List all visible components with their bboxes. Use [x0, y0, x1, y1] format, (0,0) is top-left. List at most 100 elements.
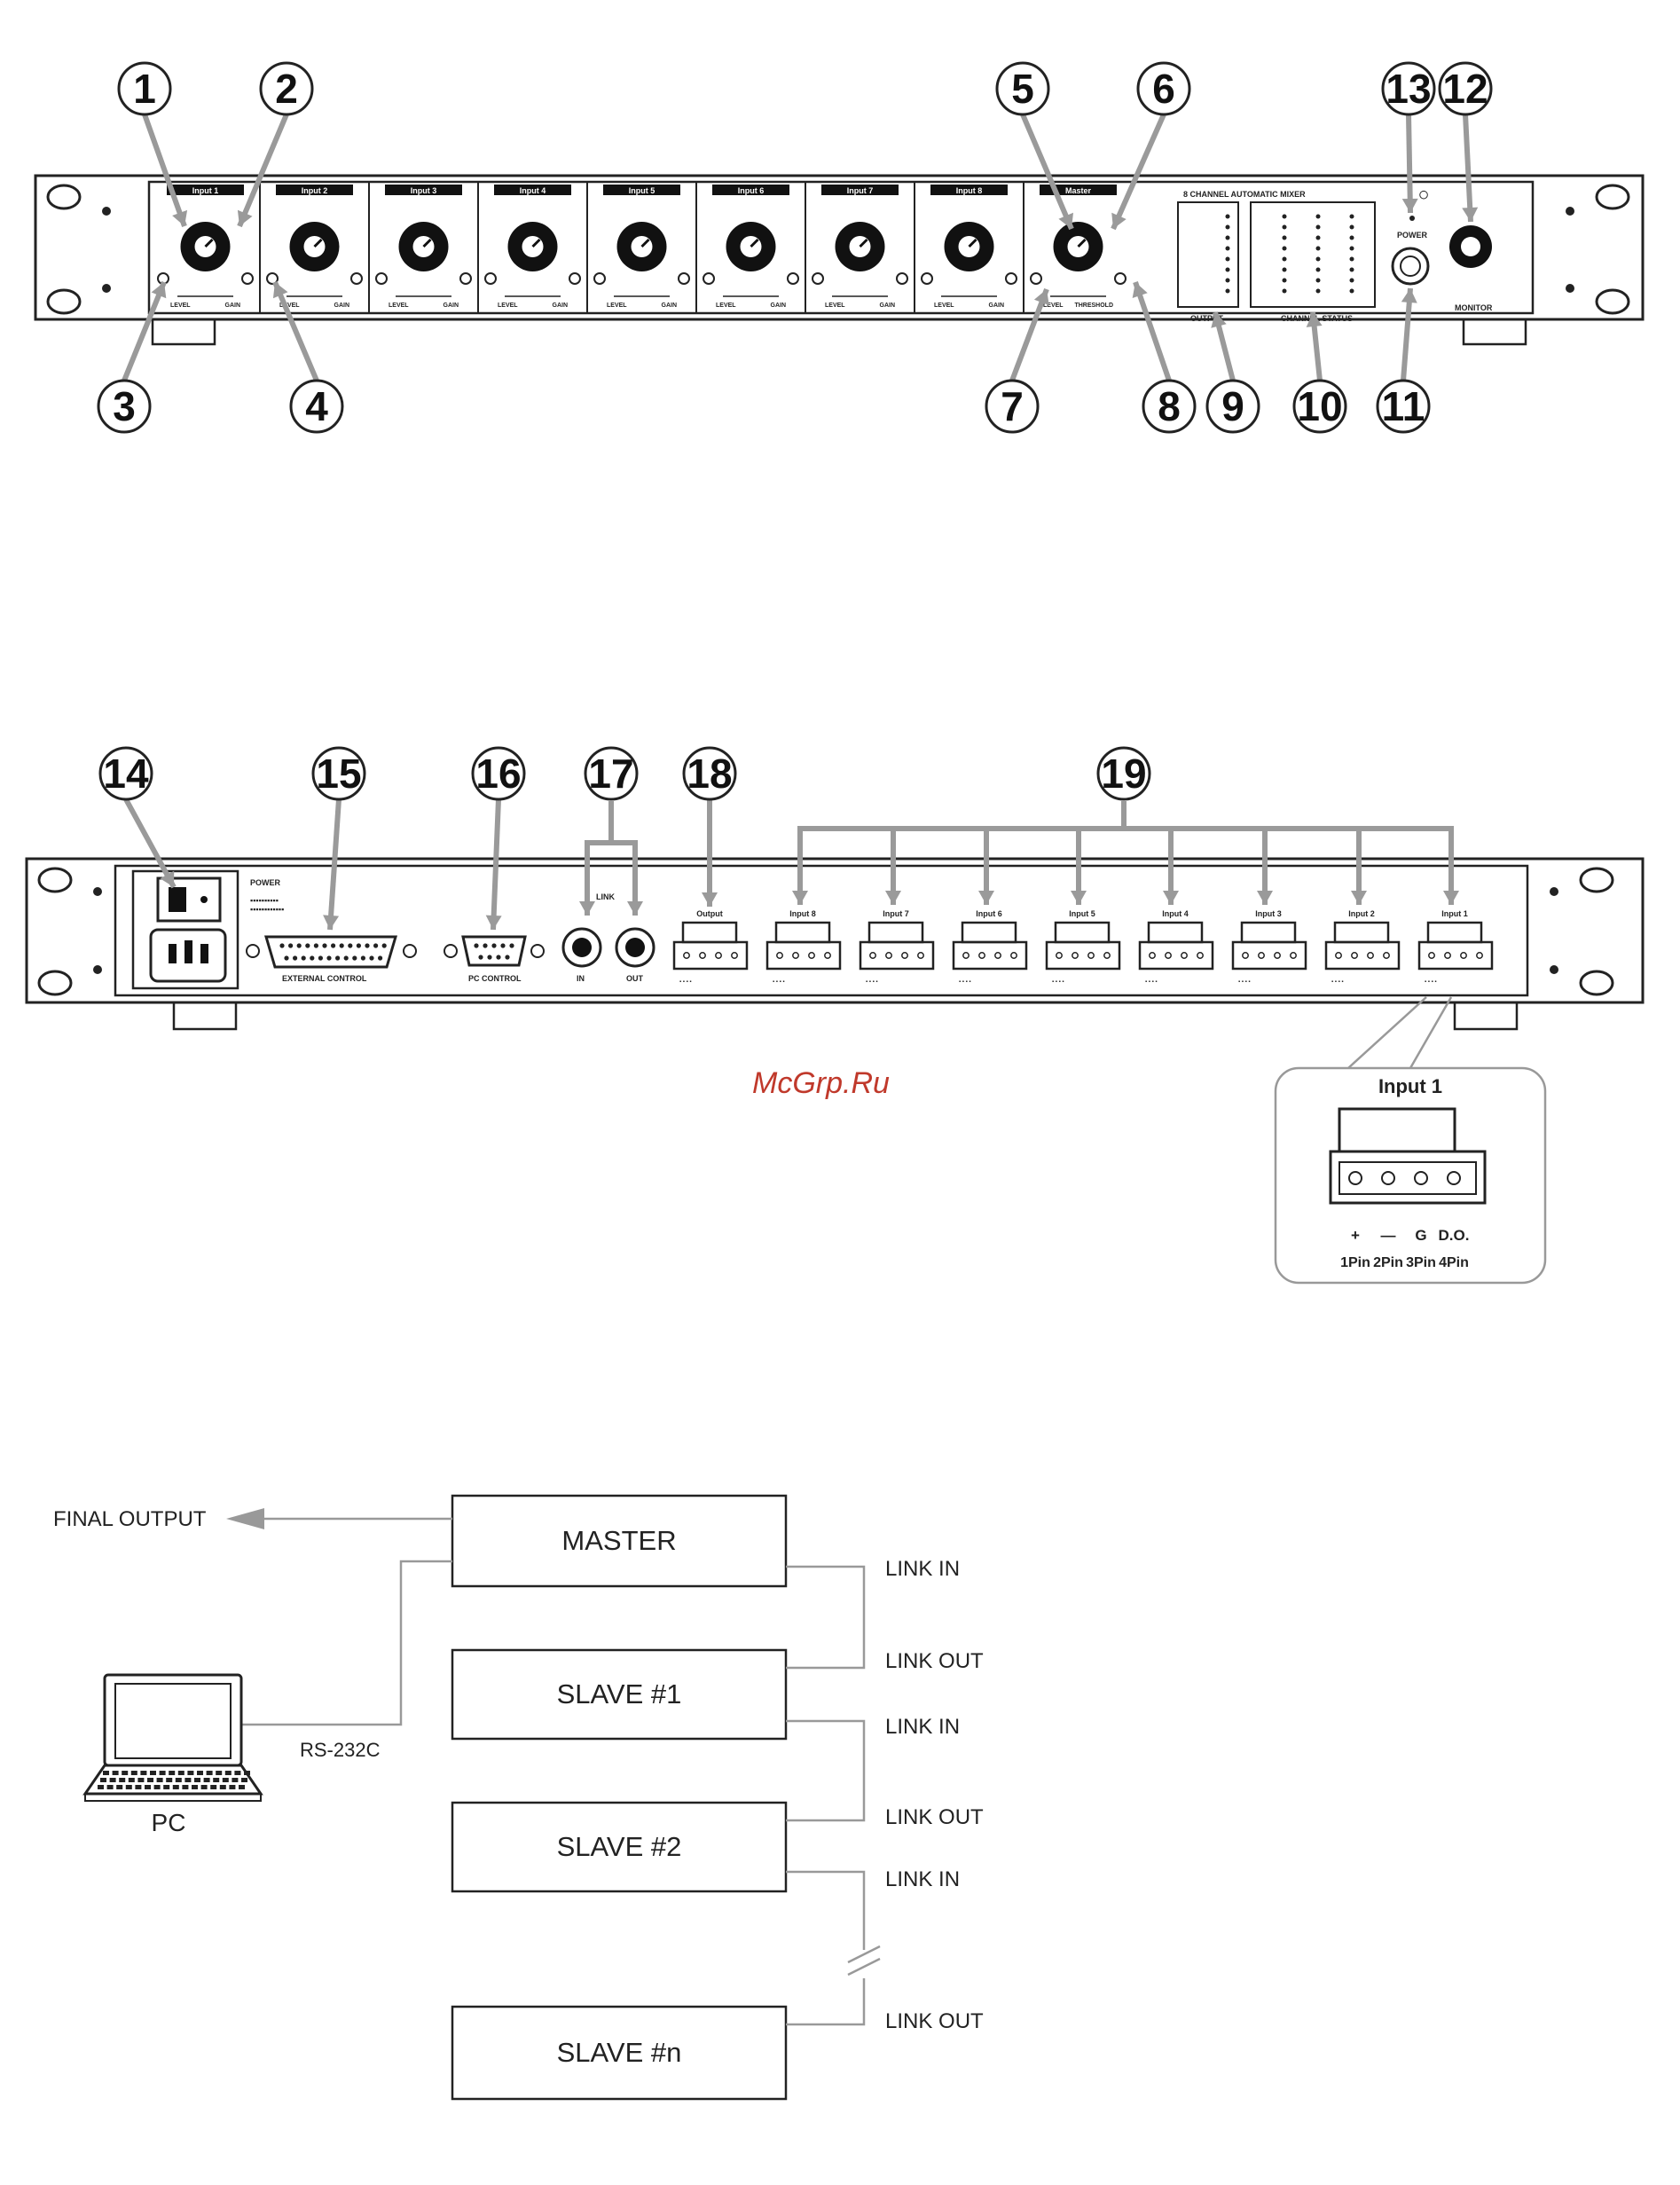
- terminal-block[interactable]: [1417, 940, 1494, 971]
- gain-trim[interactable]: [569, 272, 581, 285]
- terminal-screw: [1103, 952, 1111, 959]
- terminal-block[interactable]: [1045, 940, 1121, 971]
- gain-trim[interactable]: [1114, 272, 1127, 285]
- callout-17: 17: [584, 746, 639, 801]
- db9-pin: [505, 955, 510, 960]
- status-led: [1282, 224, 1287, 230]
- callout-circle: [289, 379, 344, 434]
- ac-inlet[interactable]: [149, 928, 227, 983]
- terminal-screw: [1181, 952, 1188, 959]
- laptop-key: [210, 1785, 217, 1789]
- terminal-screw: [901, 952, 908, 959]
- terminal-label: Output: [696, 909, 723, 918]
- gain-trim[interactable]: [241, 272, 254, 285]
- rack-hole: [46, 288, 82, 315]
- terminal-block[interactable]: [1138, 940, 1214, 971]
- callout-circle: [1096, 746, 1151, 801]
- callout-number: 9: [1221, 383, 1244, 429]
- channel-label: Input 4: [520, 186, 546, 195]
- callout-arrow-13: [1406, 114, 1413, 214]
- gain-trim[interactable]: [350, 272, 363, 285]
- laptop-key: [166, 1778, 173, 1782]
- terminal-block[interactable]: [672, 940, 749, 971]
- callout-circle: [259, 61, 314, 116]
- channel-header-bar: [821, 185, 899, 195]
- laptop-key: [184, 1778, 192, 1782]
- output-led: [1225, 214, 1230, 219]
- terminal-screw: [792, 952, 799, 959]
- gain-trim[interactable]: [1005, 272, 1017, 285]
- laptop-key: [206, 1771, 213, 1775]
- terminal-block[interactable]: [765, 940, 842, 971]
- ac-pin: [169, 944, 177, 963]
- laptop-key: [163, 1785, 170, 1789]
- callout-arrow-14: [123, 798, 177, 889]
- gain-trim[interactable]: [787, 272, 799, 285]
- callout-circle: [682, 746, 737, 801]
- terminal-block[interactable]: [952, 940, 1028, 971]
- terminal-label: Input 5: [1069, 909, 1095, 918]
- slaven-box: [451, 2005, 788, 2101]
- gain-trim[interactable]: [678, 272, 690, 285]
- terminal-block[interactable]: [859, 940, 935, 971]
- link-in-jack[interactable]: [561, 927, 602, 968]
- external-control-connector[interactable]: [263, 935, 398, 969]
- pc-control-label: PC CONTROL: [468, 974, 522, 983]
- db25-pin: [296, 943, 302, 948]
- status-led: [1315, 224, 1321, 230]
- rear-panel: POWER ▪▪▪▪▪▪▪▪▪▪ ▪▪▪▪▪▪▪▪▪▪▪▪ EXTERNAL C…: [25, 857, 1645, 1031]
- power-switch[interactable]: [156, 876, 222, 923]
- callout-15: 15: [311, 746, 366, 801]
- callout-circle: [311, 746, 366, 801]
- gain-trim[interactable]: [459, 272, 472, 285]
- callout-1: 1: [117, 61, 172, 116]
- gain-label: GAIN: [444, 303, 459, 309]
- callout-19-arrow-head: [1163, 891, 1179, 905]
- db25-pin: [373, 943, 379, 948]
- terminal-screw: [699, 952, 706, 959]
- rack-foot: [1453, 1001, 1519, 1031]
- callout-arrow-10-head: [1306, 312, 1323, 327]
- rack-hole: [37, 867, 73, 893]
- rear-faceplate: [114, 864, 1529, 997]
- terminal-block[interactable]: [1231, 940, 1307, 971]
- db25-pin: [348, 943, 353, 948]
- callout-number: 4: [305, 383, 328, 429]
- channel-label: Input 7: [847, 186, 874, 195]
- status-led: [1349, 256, 1354, 262]
- detail-terminal-body: [1329, 1150, 1487, 1205]
- callout-circle: [1438, 61, 1493, 116]
- rack-hole: [46, 184, 82, 210]
- detail-box: [1274, 1066, 1547, 1285]
- callout-number: 15: [316, 751, 361, 797]
- terminal-block[interactable]: [1324, 940, 1401, 971]
- rack-screw: [102, 207, 111, 216]
- laptop-screen-frame: [103, 1673, 243, 1767]
- callout-circle: [117, 61, 172, 116]
- link-wire-slave1-slave2: [786, 1719, 866, 1822]
- gain-trim[interactable]: [896, 272, 908, 285]
- pc-control-connector[interactable]: [461, 935, 527, 967]
- callout-arrow-15-head: [323, 915, 340, 930]
- link-in-label-3: LINK IN: [885, 1867, 960, 1891]
- db9-pin: [474, 943, 479, 948]
- power-button[interactable]: [1391, 247, 1430, 286]
- callout-circle: [584, 746, 639, 801]
- channel-label: Input 8: [956, 186, 983, 195]
- terminal-screw: [962, 952, 970, 959]
- output-led: [1225, 278, 1230, 283]
- detail-pin-name: 3Pin: [1406, 1255, 1436, 1270]
- detail-pin-symbol: D.O.: [1439, 1227, 1470, 1244]
- gain-label: GAIN: [662, 303, 678, 309]
- db9-pin: [491, 943, 497, 948]
- status-led: [1282, 267, 1287, 272]
- detail-pin-hole: [1381, 1171, 1395, 1185]
- link-out-jack[interactable]: [615, 927, 656, 968]
- laptop-keys: [98, 1771, 250, 1789]
- knob-pointer: [422, 238, 432, 248]
- callout-17-arrow-head: [627, 901, 643, 916]
